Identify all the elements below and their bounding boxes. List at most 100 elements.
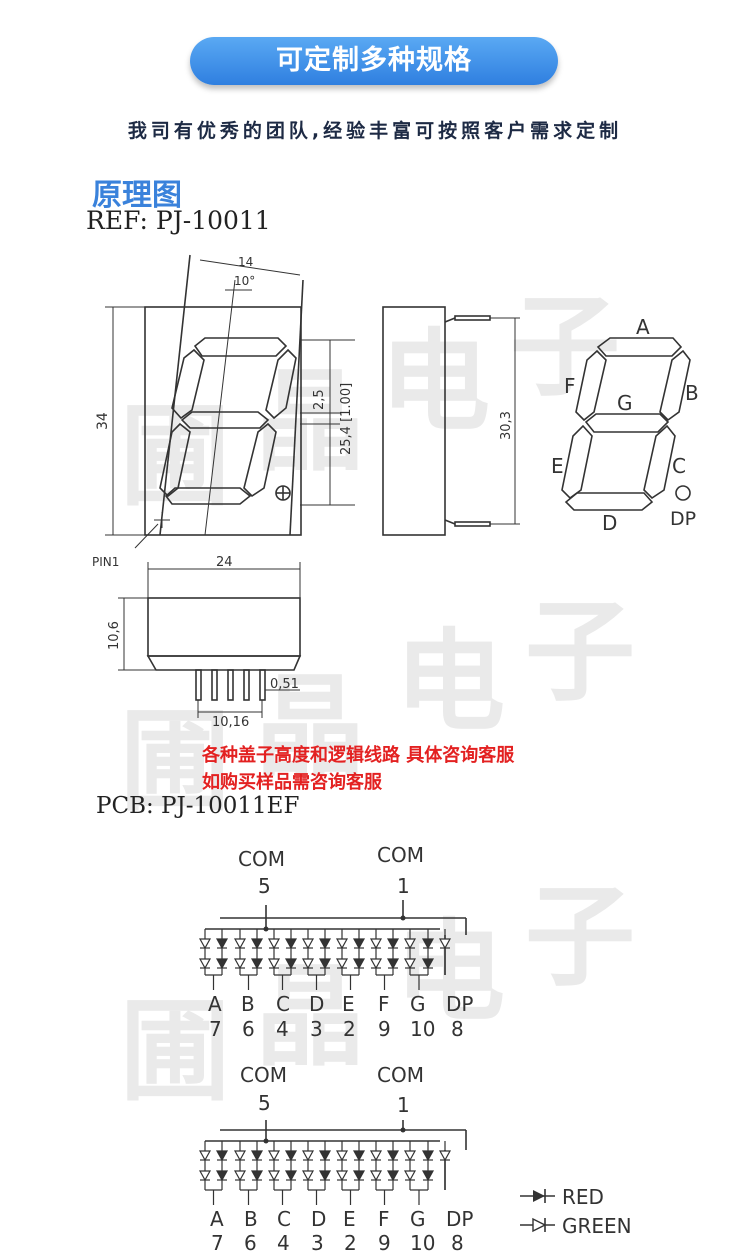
diode-icon: [318, 958, 332, 970]
diode-icon: [369, 958, 383, 970]
diode-icon: [215, 958, 229, 970]
diode-icon: [352, 1170, 366, 1182]
seg-dp-label-1: DP: [446, 992, 473, 1016]
diode-icon: [421, 938, 435, 950]
note-line-2: 如购买样品需咨询客服: [202, 772, 382, 793]
com-label-right-2: COM: [377, 1063, 424, 1087]
diode-icon: [403, 958, 417, 970]
diode-icon: [301, 938, 315, 950]
com-pin-right: 1: [397, 874, 410, 898]
diode-icon: [215, 1150, 229, 1162]
seg-a-label-1: A: [208, 992, 222, 1016]
watermark-char-4: 子: [510, 283, 620, 411]
pin-e-2: 2: [344, 1231, 357, 1255]
seg-label-dp: DP: [670, 508, 696, 530]
diode-icon: [352, 958, 366, 970]
diode-icon: [233, 1150, 247, 1162]
pin-f-2: 9: [378, 1231, 391, 1255]
dim-angle: 10°: [234, 274, 255, 288]
diode-icon: [369, 1170, 383, 1182]
note-line-1: 各种盖子高度和逻辑线路 具体咨询客服: [202, 745, 515, 766]
pin-a-2: 7: [211, 1231, 224, 1255]
seg-c-label-2: C: [277, 1207, 291, 1231]
pin-c-1: 4: [276, 1017, 289, 1041]
diode-icon: [369, 1150, 383, 1162]
schematic-2-diodes: [198, 1141, 452, 1205]
seg-a-label-2: A: [210, 1207, 224, 1231]
diode-icon: [250, 1170, 264, 1182]
watermark-char-6: 晶: [255, 663, 365, 791]
pin-e-1: 2: [343, 1017, 356, 1041]
pin-b-2: 6: [244, 1231, 257, 1255]
seg-g-label-2: G: [410, 1207, 426, 1231]
diode-icon: [386, 1150, 400, 1162]
dim-seg-gap: 2,5: [312, 389, 327, 410]
dim-side-height: 30,3: [499, 411, 514, 440]
pin-c-2: 4: [277, 1231, 290, 1255]
watermark-char-7: 电: [395, 618, 505, 746]
seg-b-label-1: B: [241, 992, 255, 1016]
schematic-1-diodes: [198, 929, 452, 990]
green-diode-icon: [532, 1217, 547, 1233]
watermark-char-3: 电: [380, 318, 490, 446]
section-title: 原理图: [92, 178, 182, 213]
seg-e-label-1: E: [342, 992, 355, 1016]
seg-label-f: F: [564, 374, 576, 398]
front-view: 14 10° 34 2,5 25,4 [1.00] PIN1: [92, 254, 355, 569]
schematic-2: COM 5 COM 1: [205, 1063, 467, 1190]
diode-icon: [198, 1150, 212, 1162]
bottom-view: 24 10,6 10,16 0,51: [107, 555, 302, 730]
diode-icon: [215, 1170, 229, 1182]
watermark: 圃 晶 电 子 圃 晶 电 子 圃 晶 电 子: [120, 283, 635, 1116]
seg-f-label-1: F: [378, 992, 390, 1016]
watermark-char-10: 晶: [255, 953, 365, 1081]
dim-bottom-height: 10,6: [107, 621, 122, 650]
diode-icon: [369, 938, 383, 950]
watermark-char-1: 圃: [120, 393, 230, 521]
legend-green: GREEN: [562, 1214, 632, 1238]
pin-b-1: 6: [242, 1017, 255, 1041]
legend-red: RED: [562, 1185, 604, 1209]
diode-icon: [335, 958, 349, 970]
diode-icon: [318, 1170, 332, 1182]
pin-d-1: 3: [310, 1017, 323, 1041]
dim-width-top: 14: [238, 255, 253, 269]
diode-icon: [403, 938, 417, 950]
diode-icon: [386, 958, 400, 970]
seg-d-label-1: D: [309, 992, 324, 1016]
diode-icon: [250, 938, 264, 950]
pin-g-2: 10: [410, 1231, 435, 1255]
diode-icon: [318, 1150, 332, 1162]
diode-icon: [250, 958, 264, 970]
dim-height: 34: [95, 412, 111, 430]
watermark-char-8: 子: [525, 588, 635, 716]
com-pin-left-2: 5: [258, 1091, 271, 1115]
diode-icon: [421, 958, 435, 970]
diode-icon: [438, 1150, 452, 1162]
seg-d-label-2: D: [311, 1207, 326, 1231]
diode-icon: [318, 938, 332, 950]
tagline: 我司有优秀的团队,经验丰富可按照客户需求定制: [127, 120, 623, 142]
seg-label-a: A: [636, 315, 650, 339]
diode-icon: [335, 938, 349, 950]
dim-pin-span: 10,16: [212, 715, 249, 730]
watermark-char-12: 子: [525, 873, 635, 1001]
watermark-char-9: 圃: [120, 988, 230, 1116]
diode-icon: [352, 1150, 366, 1162]
diode-icon: [284, 1150, 298, 1162]
watermark-char-5: 圃: [120, 698, 230, 826]
com-label-right: COM: [377, 843, 424, 867]
diode-icon: [284, 958, 298, 970]
diode-icon: [352, 938, 366, 950]
diode-icon: [267, 1170, 281, 1182]
segment-diagram: A B C D E F G DP: [551, 315, 699, 535]
red-diode-icon: [533, 1190, 545, 1202]
banner-title: 可定制多种规格: [190, 37, 558, 85]
seg-label-c: C: [672, 454, 686, 478]
diode-icon: [335, 1170, 349, 1182]
com-label-left: COM: [238, 847, 285, 871]
seg-g-label-1: G: [410, 992, 426, 1016]
dim-pitch: 25,4 [1.00]: [339, 383, 354, 455]
seg-label-g: G: [617, 391, 633, 415]
diode-icon: [198, 1170, 212, 1182]
